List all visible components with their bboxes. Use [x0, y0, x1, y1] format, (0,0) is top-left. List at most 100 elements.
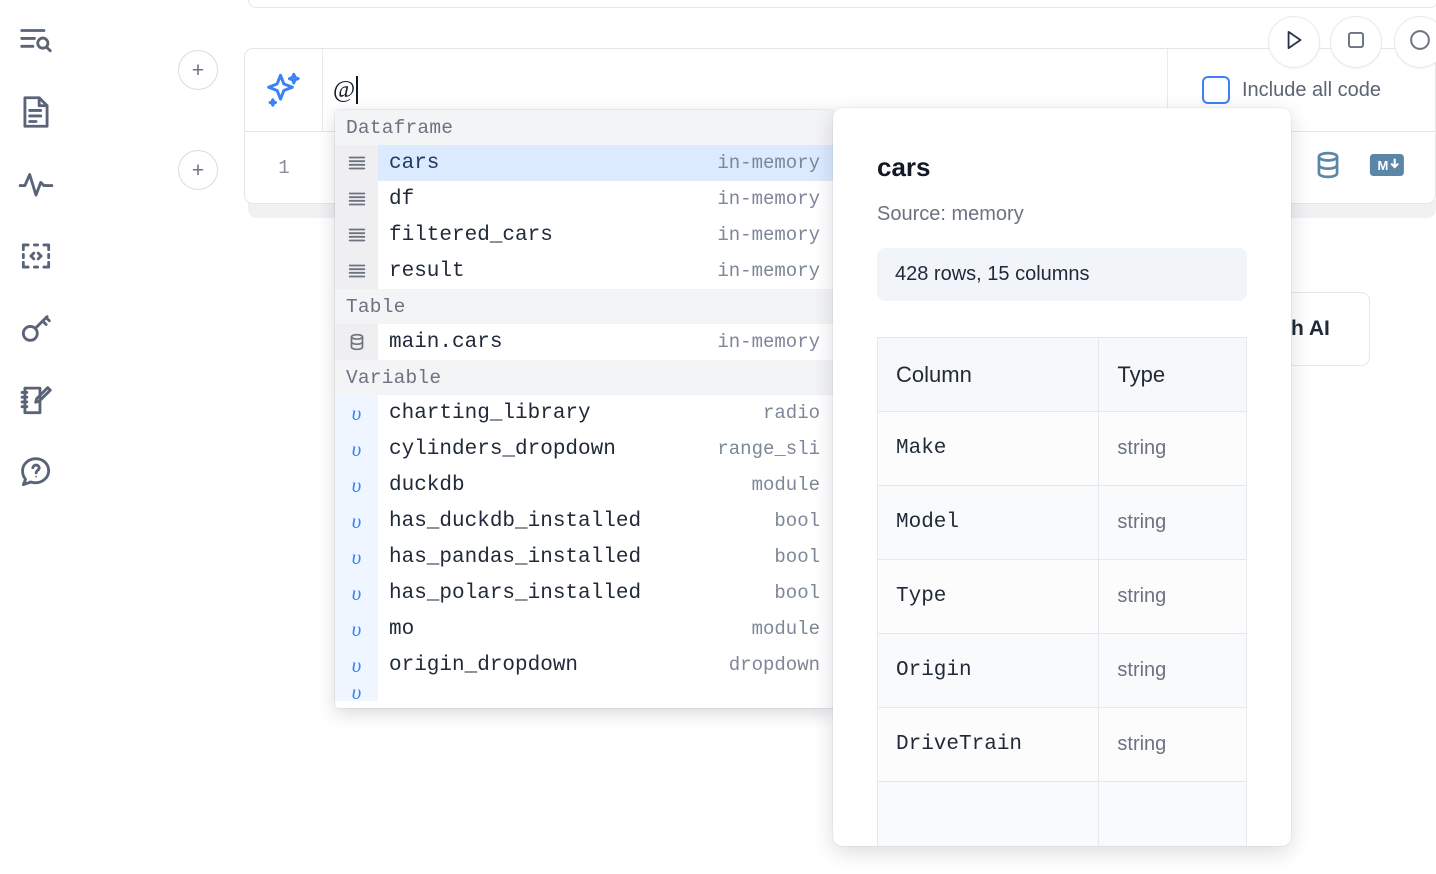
sidebar-item-explore[interactable] [12, 14, 60, 66]
sidebar-item-scratchpad[interactable] [12, 374, 60, 426]
column-type-cell: string [1098, 411, 1247, 486]
stop-button[interactable] [1330, 16, 1382, 68]
column-type-cell: string [1098, 707, 1247, 782]
sidebar-item-snippets[interactable] [12, 230, 60, 282]
generate-with-ai-chip[interactable]: h AI [1286, 292, 1370, 366]
column-name-cell: Make [876, 411, 1100, 486]
completion-item-name: cylinders_dropdown [389, 437, 616, 461]
completion-item-type: bool [774, 546, 820, 568]
completion-item-name: has_duckdb_installed [389, 509, 642, 533]
completion-item-type: radio [762, 402, 820, 424]
include-all-code-label: Include all code [1242, 78, 1381, 101]
sparkle-icon [245, 49, 323, 131]
completion-item-type: in-memory [717, 188, 820, 210]
run-button[interactable] [1268, 16, 1320, 68]
completion-item[interactable]: υ has_pandas_installed bool [335, 539, 834, 575]
more-options-button[interactable] [1394, 16, 1436, 68]
column-name-cell [876, 781, 1100, 846]
activity-icon [17, 165, 55, 203]
completion-item-name: origin_dropdown [389, 653, 579, 677]
table-header-cell: Column [876, 337, 1100, 412]
key-icon [17, 309, 55, 347]
add-cell-button-above[interactable]: + [178, 50, 218, 90]
variable-icon: υ [335, 539, 378, 575]
completion-item[interactable]: υ origin_dropdown dropdown [335, 647, 834, 683]
stop-square-icon [1343, 27, 1369, 58]
previous-cell-stub [248, 0, 1436, 8]
variable-icon: υ [335, 467, 378, 503]
database-icon[interactable] [1311, 148, 1345, 187]
completion-item[interactable]: υ has_duckdb_installed bool [335, 503, 834, 539]
ai-prompt-input[interactable]: @ [323, 49, 1167, 131]
completion-item-type: bool [774, 582, 820, 604]
scratchpad-icon [17, 381, 55, 419]
completion-item-name: result [389, 259, 465, 283]
sidebar-item-secrets[interactable] [12, 302, 60, 354]
preview-source: Source: memory [877, 203, 1024, 225]
variable-icon: υ [335, 431, 378, 467]
svg-text:M: M [1378, 158, 1389, 173]
table-header-cell: Type [1098, 337, 1247, 412]
dataframe-icon [335, 253, 378, 289]
document-icon [17, 93, 55, 131]
database-icon [335, 324, 378, 360]
column-name-cell: Type [876, 559, 1100, 634]
column-name-cell: DriveTrain [876, 707, 1100, 782]
ai-prompt-value: @ [333, 76, 356, 103]
completion-item-type: dropdown [728, 654, 820, 676]
completion-item-clipped[interactable]: υ [335, 683, 834, 701]
dataframe-preview-panel: cars Source: memory 428 rows, 15 columns… [833, 108, 1291, 846]
dataframe-icon [335, 145, 378, 181]
line-number: 1 [278, 156, 290, 179]
completion-group-header-table: Table [335, 289, 834, 324]
completion-item[interactable]: υ cylinders_dropdown range_sli [335, 431, 834, 467]
completion-item-name: mo [389, 617, 415, 641]
completion-item-type: bool [774, 510, 820, 532]
table-row [876, 781, 1247, 846]
dataframe-icon [335, 217, 378, 253]
variable-icon: υ [335, 611, 378, 647]
code-snippet-icon [17, 237, 55, 275]
variable-icon: υ [335, 503, 378, 539]
column-type-cell [1098, 781, 1247, 846]
completion-item-body: cylinders_dropdown range_sli [378, 431, 834, 467]
text-caret [356, 76, 359, 104]
column-type-cell: string [1098, 633, 1247, 708]
markdown-icon[interactable]: M [1369, 152, 1405, 183]
completion-item-body: has_pandas_installed bool [378, 539, 834, 575]
column-type-cell: string [1098, 559, 1247, 634]
include-all-code-checkbox[interactable] [1202, 76, 1230, 104]
sidebar-item-activity[interactable] [12, 158, 60, 210]
preview-title: cars [877, 152, 931, 182]
completion-item-name: filtered_cars [389, 223, 553, 247]
completion-item-type: range_sli [717, 438, 820, 460]
sidebar-item-notebook[interactable] [12, 86, 60, 138]
completion-item-body: origin_dropdown dropdown [378, 647, 834, 683]
completion-item-name: cars [389, 151, 440, 175]
completion-item-name: charting_library [389, 401, 591, 425]
completion-item-name: has_pandas_installed [389, 545, 642, 569]
variable-icon: υ [335, 647, 378, 683]
sidebar-item-help[interactable] [12, 446, 60, 498]
more-icon [1407, 27, 1433, 58]
add-cell-button-below[interactable]: + [178, 150, 218, 190]
